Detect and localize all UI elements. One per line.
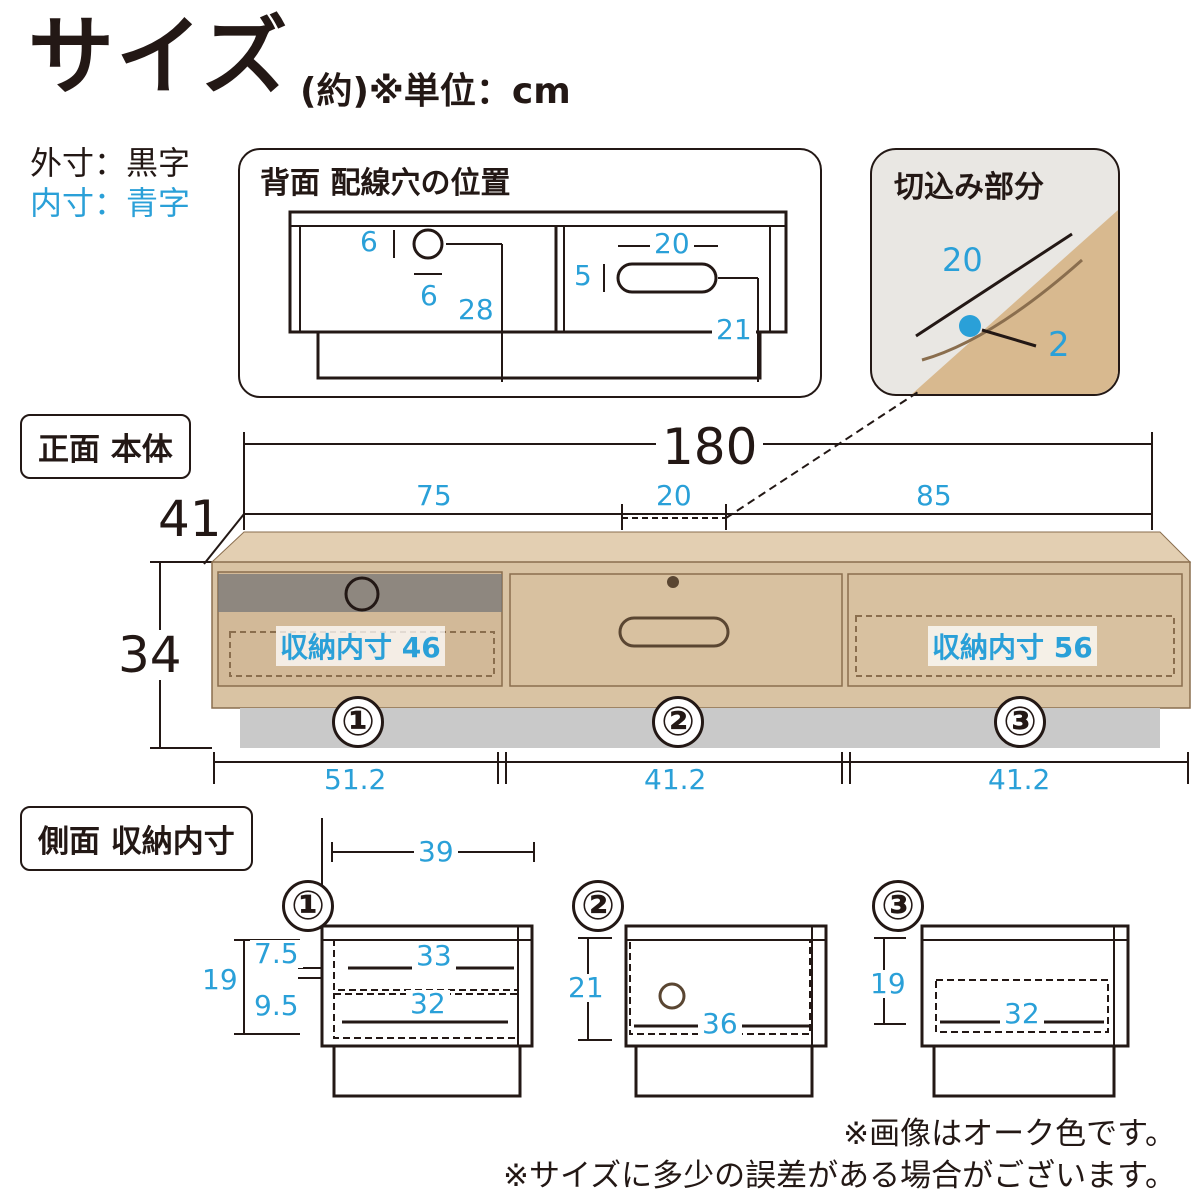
back-panel: 背面 配線穴の位置 6 6 28 20 5 21 bbox=[238, 148, 822, 398]
slot-height-dim: 5 bbox=[570, 262, 596, 290]
hole-height-dim: 6 bbox=[356, 228, 382, 256]
front-label: 正面 本体 bbox=[20, 414, 191, 479]
page-title: サイズ bbox=[28, 7, 290, 107]
legend-outer: 外寸：黒字 bbox=[30, 144, 191, 182]
unit-note: (約)※単位：cm bbox=[300, 71, 571, 112]
notch-panel: 切込み部分 20 2 bbox=[870, 148, 1120, 396]
compartment-2-number: ② bbox=[652, 696, 704, 748]
storage-3-dim: 収納内寸 56 bbox=[928, 626, 1097, 666]
total-width-dim: 180 bbox=[656, 422, 764, 472]
side-label: 側面 収納内寸 bbox=[20, 806, 253, 871]
side-1-lower-height: 9.5 bbox=[250, 992, 303, 1020]
left-segment-dim: 75 bbox=[412, 482, 456, 510]
depth-dim: 41 bbox=[158, 490, 222, 548]
compartment-3-width: 41.2 bbox=[984, 766, 1055, 794]
compartment-3-number: ③ bbox=[994, 696, 1046, 748]
notch-drawing bbox=[912, 210, 1118, 394]
back-panel-label: 背面 配線穴の位置 bbox=[260, 166, 511, 201]
right-segment-dim: 85 bbox=[912, 482, 956, 510]
compartment-2-width: 41.2 bbox=[640, 766, 711, 794]
side-depth-dim: 39 bbox=[414, 838, 458, 866]
compartment-1-width: 51.2 bbox=[320, 766, 391, 794]
side-1-upper-height: 7.5 bbox=[250, 940, 303, 968]
slot-offset-dim: 21 bbox=[712, 316, 756, 344]
height-dim: 34 bbox=[118, 626, 182, 684]
hole-width-dim: 6 bbox=[416, 282, 442, 310]
side-1-number: ① bbox=[282, 880, 334, 932]
side-1-lower-width: 32 bbox=[406, 990, 450, 1018]
side-2-number: ② bbox=[572, 880, 624, 932]
storage-1-dim: 収納内寸 46 bbox=[276, 626, 445, 666]
notch-depth-dim: 2 bbox=[1048, 325, 1070, 365]
side-3-width: 32 bbox=[1000, 1000, 1044, 1028]
hole-offset-dim: 28 bbox=[454, 296, 498, 324]
side-3-number: ③ bbox=[872, 880, 924, 932]
side-1-height: 19 bbox=[198, 966, 242, 994]
slot-width-dim: 20 bbox=[650, 230, 694, 258]
side-drawing bbox=[234, 818, 1130, 1098]
legend-inner: 内寸：青字 bbox=[30, 184, 191, 222]
side-1-upper-width: 33 bbox=[412, 942, 456, 970]
side-2-width: 36 bbox=[698, 1010, 742, 1038]
side-3-height: 19 bbox=[866, 970, 910, 998]
notch-width-dim: 20 bbox=[652, 482, 696, 510]
note-color: ※画像はオーク色です。 bbox=[843, 1116, 1176, 1152]
notch-length-dim: 20 bbox=[942, 241, 983, 279]
notch-label: 切込み部分 bbox=[894, 170, 1044, 205]
compartment-1-number: ① bbox=[332, 696, 384, 748]
note-tolerance: ※サイズに多少の誤差がある場合がございます。 bbox=[503, 1158, 1176, 1194]
back-panel-drawing bbox=[288, 210, 788, 382]
side-2-height: 21 bbox=[564, 974, 608, 1002]
